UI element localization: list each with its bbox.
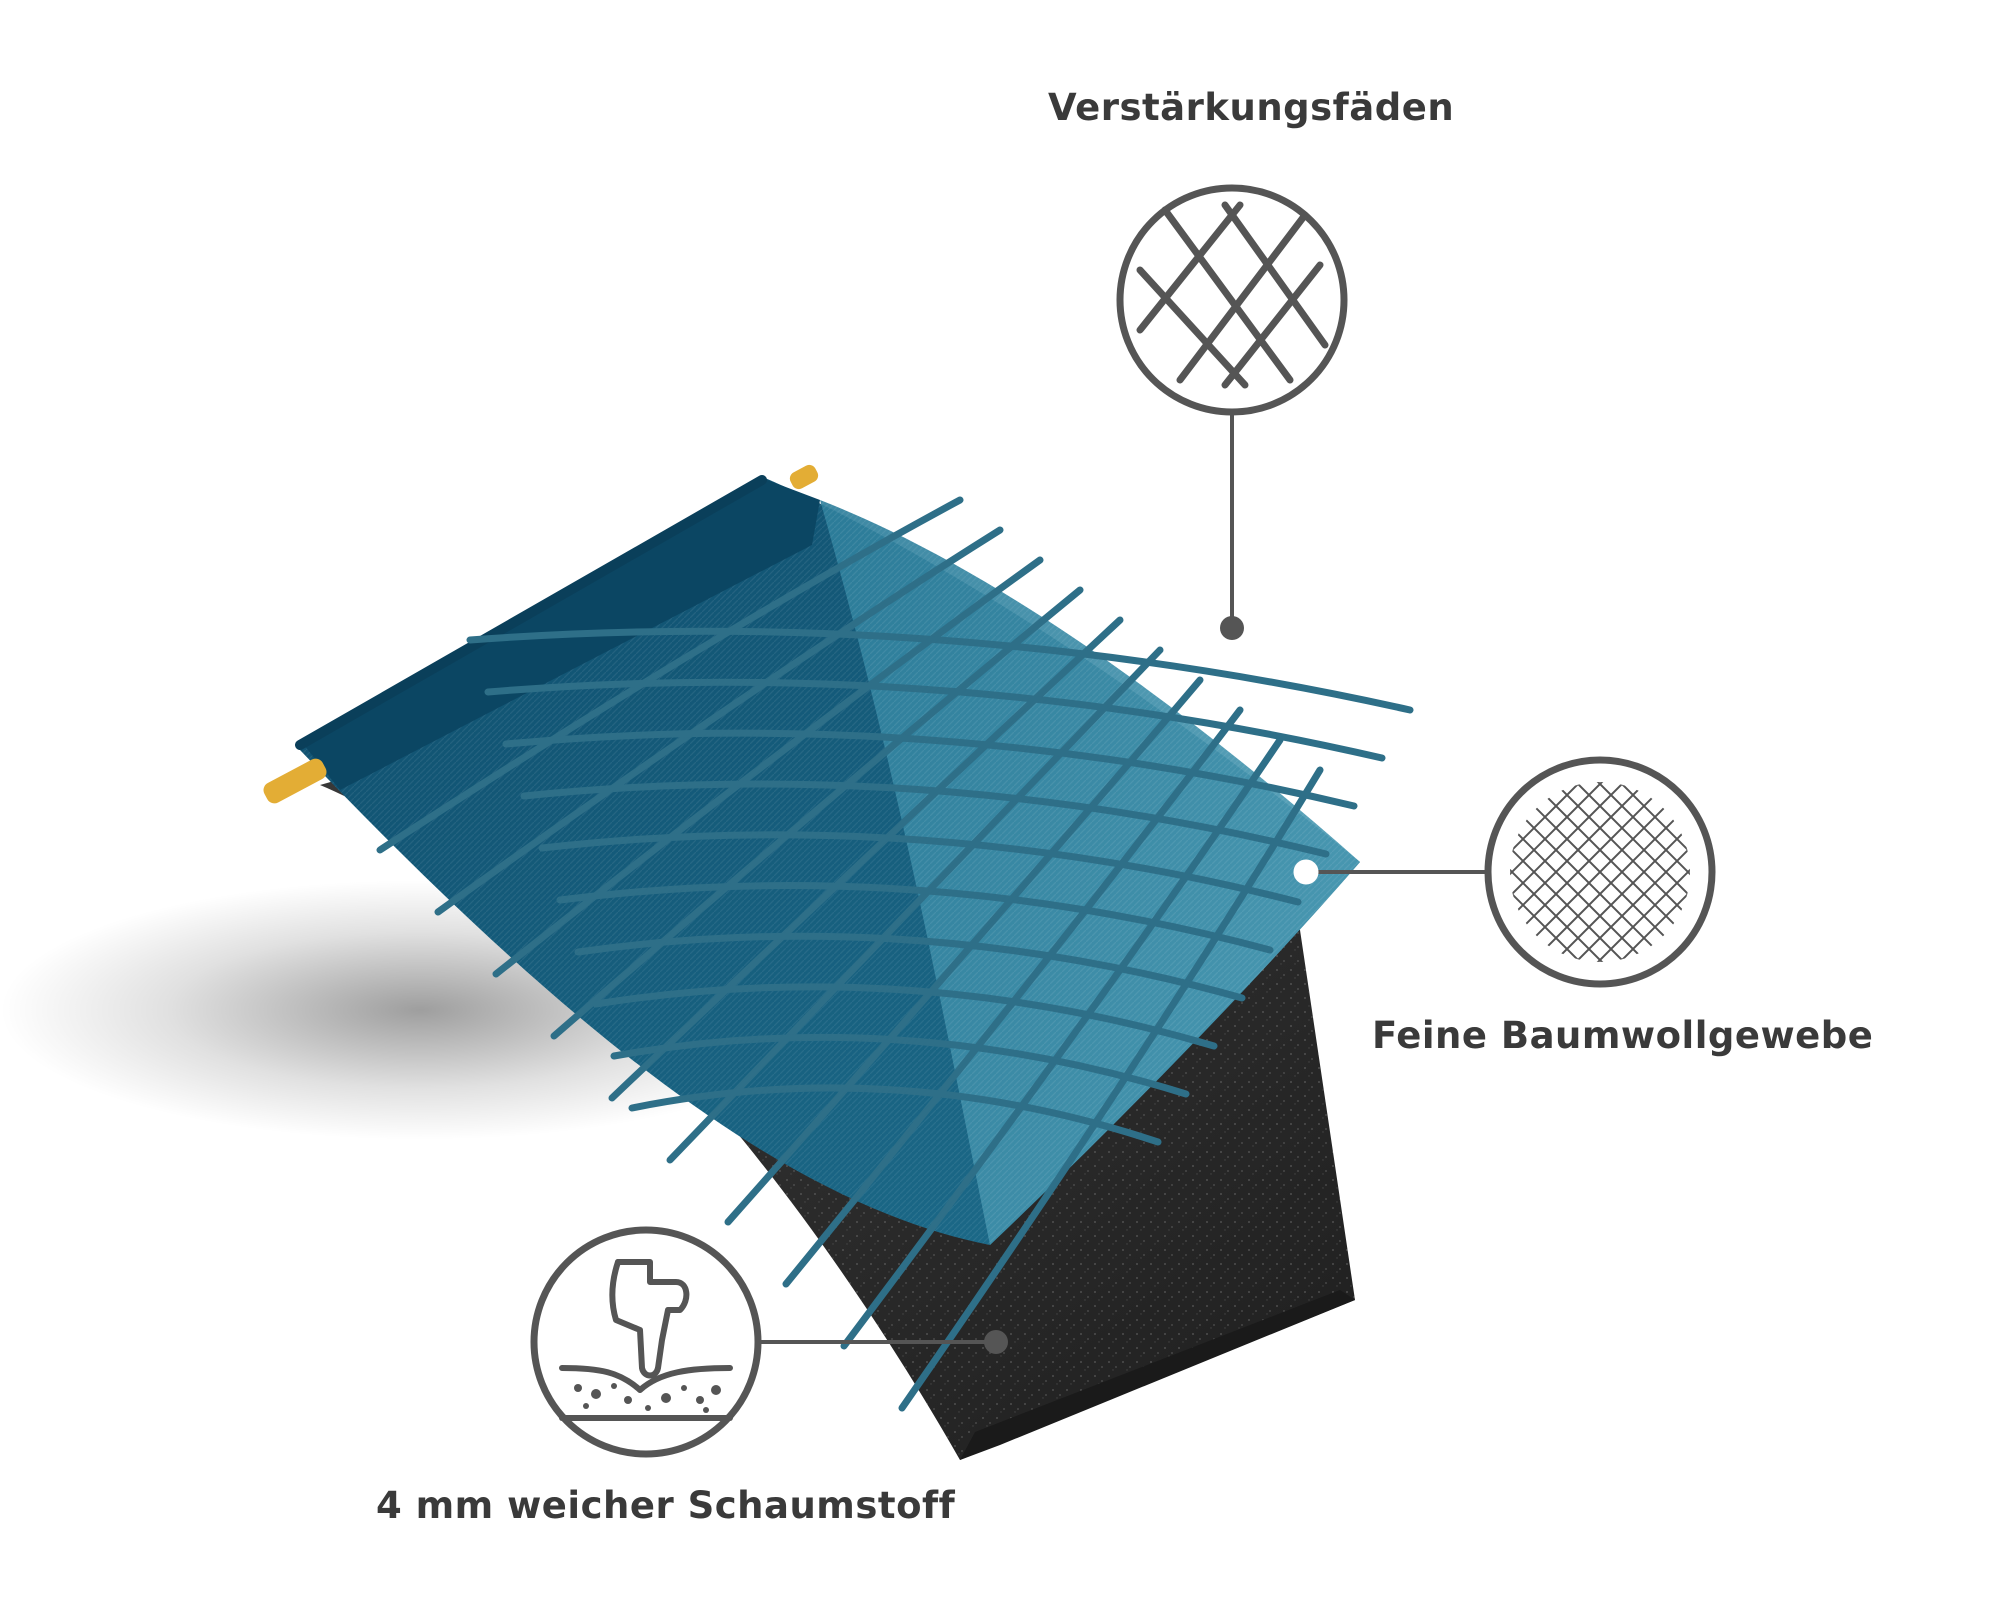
- thread-warp: [492, 556, 1044, 978]
- thread-weft: [610, 1033, 1190, 1098]
- foam-leader-dot: [984, 1330, 1008, 1354]
- reinforcement-threads: [376, 496, 1414, 1412]
- thread-weft: [538, 831, 1302, 906]
- thread-weft: [520, 780, 1330, 858]
- rod-left: [263, 758, 327, 804]
- thread-weft: [628, 1084, 1162, 1146]
- mesh-line: [1543, 782, 1690, 962]
- threads-callout: [1116, 184, 1348, 640]
- thread-warp: [376, 496, 964, 854]
- thread-weft: [466, 627, 1414, 714]
- threads-label: Verstärkungsfäden: [1048, 86, 1455, 129]
- thread-warp: [666, 646, 1164, 1164]
- thread-weft: [592, 983, 1218, 1050]
- fabric-leader-dot: [1293, 859, 1319, 885]
- thread-weft: [484, 678, 1386, 762]
- fabric-callout: [1293, 756, 1716, 988]
- thread-weft: [574, 932, 1246, 1002]
- foam-label: 4 mm weicher Schaumstoff: [376, 1484, 956, 1527]
- finger-press-foam-icon: [559, 1259, 733, 1421]
- thread-warp: [782, 706, 1244, 1288]
- fabric-label: Feine Baumwollgewebe: [1372, 1014, 1874, 1057]
- mesh-line: [1587, 782, 1690, 962]
- threads-leader-dot: [1220, 616, 1244, 640]
- thread-warp: [434, 526, 1004, 916]
- thread-warp: [840, 736, 1284, 1350]
- diagonal-grid-icon: [1136, 201, 1329, 389]
- thread-weft: [502, 729, 1358, 810]
- foam-dots: [574, 1383, 721, 1413]
- mesh-line: [1565, 782, 1690, 962]
- thread-weft: [556, 882, 1274, 954]
- mesh-line: [1609, 782, 1690, 962]
- mesh-line: [1609, 782, 1690, 962]
- thread-warp: [898, 766, 1324, 1412]
- rod-right: [789, 464, 819, 490]
- foam-callout: [530, 1226, 1008, 1458]
- thread-warp: [724, 676, 1204, 1226]
